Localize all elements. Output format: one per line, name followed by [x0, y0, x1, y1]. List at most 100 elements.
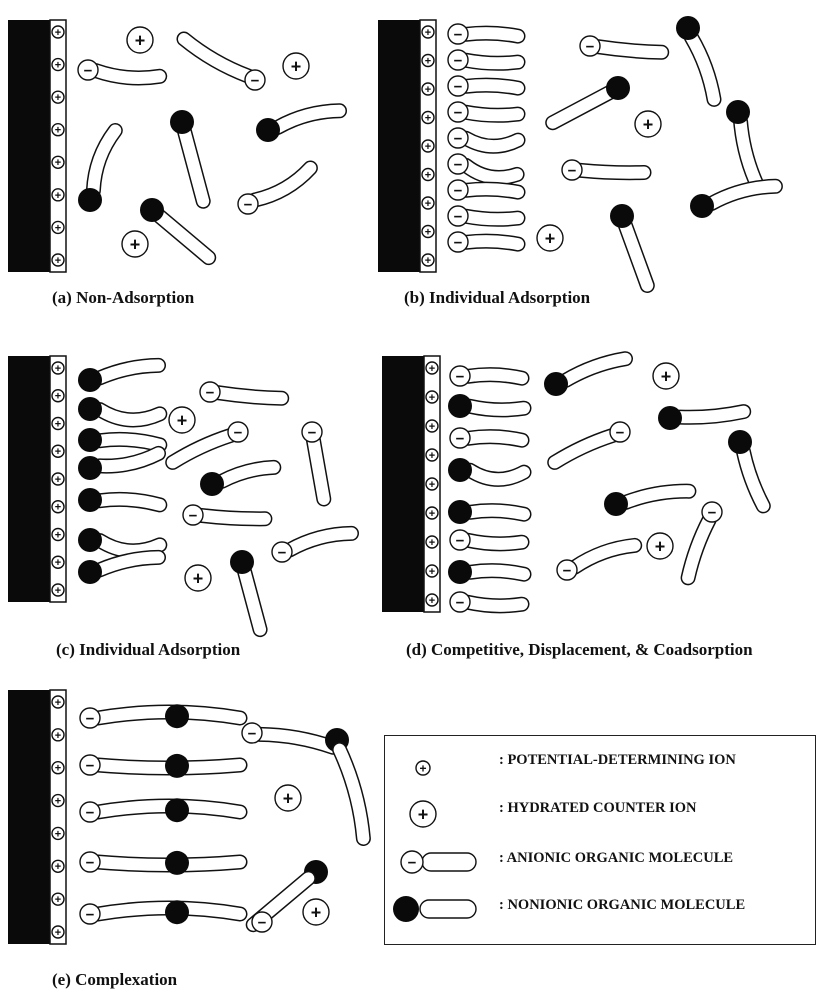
nonionic-molecule-tail-fill: [565, 359, 625, 381]
anionic-molecule-tail-fill: [466, 60, 518, 63]
panel-b-potential-ion-sign: +: [425, 226, 431, 238]
panel-d-potential-ion-sign: +: [429, 508, 435, 520]
complex-molecule-anionic-head-sign: −: [86, 757, 95, 774]
panel-c-potential-ion-sign: +: [55, 391, 61, 403]
panel-b-potential-ion-sign: +: [425, 84, 431, 96]
panel-c-potential-ion-sign: +: [55, 529, 61, 541]
panel-b-potential-ion-sign: +: [425, 169, 431, 181]
panel-a-potential-ion-sign: +: [55, 222, 61, 234]
nonionic-molecule-tail-fill: [743, 451, 763, 506]
nonionic-molecule-head: [230, 550, 254, 574]
hydrated-counter-ion-sign: +: [193, 568, 204, 588]
panel-a-potential-ion-sign: +: [55, 190, 61, 202]
anionic-molecule-tail-fill: [96, 71, 160, 78]
anionic-molecule-tail-fill: [688, 520, 709, 578]
nonionic-molecule-head: [78, 428, 102, 452]
complex-molecule-anionic-head-sign: −: [86, 710, 95, 727]
complex-molecule-nonionic-bead: [165, 704, 189, 728]
anionic-molecule-tail-fill: [466, 33, 518, 36]
complex-chain-anionic-head-sign: −: [258, 914, 267, 931]
anionic-molecule-head-sign: −: [308, 424, 317, 441]
caption-d: (d) Competitive, Displacement, & Coadsor…: [406, 640, 753, 660]
hydrated-counter-ion-sign: +: [130, 234, 141, 254]
panel-c-potential-ion-sign: +: [55, 557, 61, 569]
nonionic-molecule-head: [726, 100, 750, 124]
nonionic-molecule-head: [78, 368, 102, 392]
legend-label-hydrated-ion: : HYDRATED COUNTER ION: [499, 800, 697, 817]
panel-d-potential-ion-sign: +: [429, 363, 435, 375]
nonionic-molecule-tail-fill: [100, 439, 160, 444]
nonionic-molecule-tail-fill: [470, 470, 524, 479]
panel-e-potential-ion-sign: +: [55, 894, 61, 906]
anionic-molecule-head-sign: −: [568, 162, 577, 179]
panel-c-potential-ion-sign: +: [55, 363, 61, 375]
complex-molecule-nonionic-bead: [165, 851, 189, 875]
panel-a-potential-ion-sign: +: [55, 125, 61, 137]
nonionic-molecule-head: [658, 406, 682, 430]
hydrated-counter-ion-sign: +: [545, 228, 556, 248]
anionic-molecule-tail-fill: [466, 241, 518, 244]
panel-a-solid-surface: [8, 20, 50, 272]
anionic-molecule-tail-fill: [201, 515, 265, 518]
panel-d-potential-ion-sign: +: [429, 537, 435, 549]
panel-c-potential-ion-sign: +: [55, 585, 61, 597]
anionic-molecule-tail-fill: [468, 437, 522, 441]
anionic-molecule-head-sign: −: [248, 725, 257, 742]
panel-e-potential-ion-sign: +: [55, 763, 61, 775]
anionic-molecule-tail-fill: [466, 85, 518, 88]
nonionic-molecule-head: [78, 488, 102, 512]
panel-e-potential-ion-sign: +: [55, 828, 61, 840]
panel-d-potential-ion-sign: +: [429, 595, 435, 607]
panel-c-solid-surface: [8, 356, 50, 602]
panel-b-potential-ion-sign: +: [425, 27, 431, 39]
nonionic-molecule-tail-fill: [680, 412, 744, 418]
complex-molecule-anionic-head-sign: −: [86, 804, 95, 821]
caption-c: (c) Individual Adsorption: [56, 640, 240, 660]
anionic-molecule-tail-fill: [466, 216, 518, 219]
nonionic-molecule-head: [544, 372, 568, 396]
nonionic-molecule-tail-fill: [93, 131, 115, 191]
panel-c-potential-ion-sign: +: [55, 418, 61, 430]
nonionic-molecule-head: [78, 528, 102, 552]
nonionic-molecule-tail-fill: [245, 572, 261, 630]
nonionic-molecule-tail-fill: [470, 571, 524, 575]
nonionic-molecule-head: [690, 194, 714, 218]
anionic-molecule-head-sign: −: [456, 532, 465, 549]
nonionic-molecule-head: [448, 458, 472, 482]
legend-label-potential-ion: : POTENTIAL-DETERMINING ION: [499, 752, 736, 769]
hydrated-counter-ion-sign: +: [643, 114, 654, 134]
anionic-molecule-head-sign: −: [708, 504, 717, 521]
anionic-molecule-tail-fill: [466, 112, 518, 115]
anionic-molecule-tail-fill: [598, 47, 662, 53]
nonionic-molecule-head: [676, 16, 700, 40]
caption-b: (b) Individual Adsorption: [404, 288, 590, 308]
hydrated-counter-ion-sign: +: [311, 902, 322, 922]
nonionic-molecule-tail-fill: [470, 511, 524, 515]
panel-a-potential-ion-sign: +: [55, 27, 61, 39]
nonionic-molecule-head: [256, 118, 280, 142]
nonionic-molecule-head: [170, 110, 194, 134]
panel-e-potential-ion-sign: +: [55, 730, 61, 742]
nonionic-molecule-tail-fill: [691, 37, 714, 99]
hydrated-counter-ion-sign: +: [283, 788, 294, 808]
anionic-molecule-tail-fill: [468, 602, 522, 606]
anionic-molecule-tail-fill: [218, 393, 282, 399]
panel-c-potential-ion-sign: +: [55, 502, 61, 514]
anionic-molecule-head-sign: −: [456, 430, 465, 447]
panel-b-potential-ion-sign: +: [425, 141, 431, 153]
panel-e-potential-ion-sign: +: [55, 861, 61, 873]
anionic-molecule-tail-fill: [184, 39, 248, 76]
anionic-molecule-head-sign: −: [563, 562, 572, 579]
panel-d-potential-ion-sign: +: [429, 566, 435, 578]
anionic-molecule-head-sign: −: [454, 182, 463, 199]
complex-molecule-anionic-head-sign: −: [86, 854, 95, 871]
nonionic-molecule-tail-fill: [100, 499, 160, 504]
anionic-molecule-tail-fill: [468, 375, 522, 379]
nonionic-molecule-tail-fill: [160, 216, 209, 257]
anionic-molecule-head-sign: −: [234, 424, 243, 441]
nonionic-molecule-tail-fill: [100, 541, 160, 551]
panel-d-potential-ion-sign: +: [429, 392, 435, 404]
anionic-molecule-tail-fill: [575, 545, 635, 567]
nonionic-molecule-tail-fill: [278, 111, 340, 128]
panel-a-potential-ion-sign: +: [55, 255, 61, 267]
